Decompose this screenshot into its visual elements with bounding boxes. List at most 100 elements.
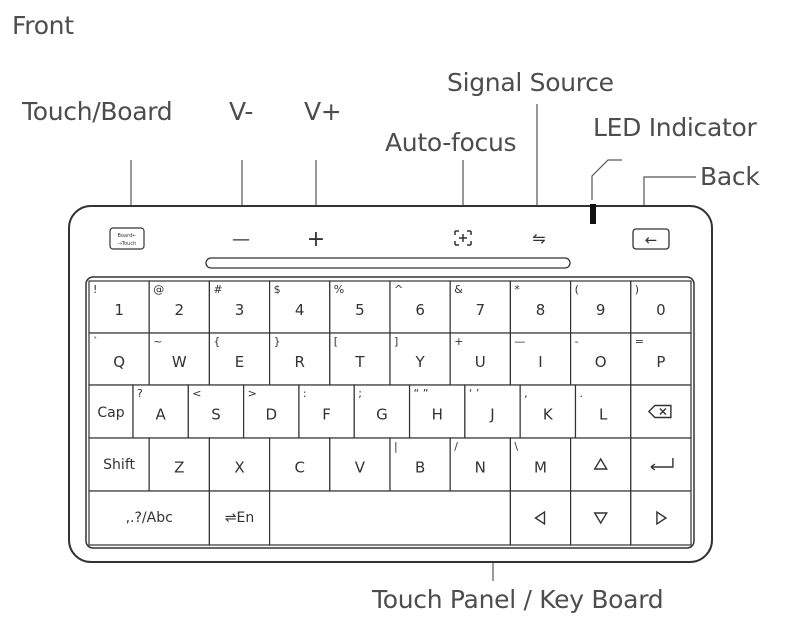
key-6-label: 6 [415, 301, 425, 319]
key-n[interactable]: /N [449, 437, 512, 492]
key-a-label: A [156, 406, 167, 424]
volume-up-button[interactable]: + [307, 227, 325, 252]
key-r-frame [269, 332, 331, 386]
key-8-label: 8 [536, 301, 546, 319]
key-b-symbol: | [394, 440, 398, 453]
key-g[interactable]: ;G [353, 384, 411, 439]
key-z-label: Z [174, 459, 184, 477]
key-2[interactable]: @2 [148, 280, 210, 334]
key-r[interactable]: }R [269, 332, 331, 386]
arrow-down-icon [593, 512, 608, 525]
caps-lock-key[interactable]: Cap [88, 384, 134, 439]
punctuation-abc-key[interactable]: ,.?/Abc [88, 490, 211, 546]
key-5-label: 5 [355, 301, 365, 319]
key-q[interactable]: `Q [88, 332, 150, 386]
key-n-frame [449, 437, 512, 492]
key-c[interactable]: C [269, 437, 331, 492]
key-a-frame [132, 384, 189, 439]
key-grid: !1@2#3$4%5^6&7*8(9)0`Q~W{E}R[T]Y+U—I-O=P… [88, 280, 692, 546]
key-y[interactable]: ]Y [389, 332, 451, 386]
key-j-frame [464, 384, 521, 439]
arrow-up-key-frame [569, 437, 632, 492]
key-x[interactable]: X [208, 437, 271, 492]
key-y-symbol: ] [394, 335, 398, 348]
key-w-label: W [172, 353, 187, 371]
key-r-symbol: } [274, 335, 281, 348]
key-h-frame [408, 384, 466, 439]
key-6-symbol: ^ [394, 283, 403, 296]
key-0-label: 0 [656, 301, 666, 319]
key-o[interactable]: -O [569, 332, 632, 386]
key-p-frame [630, 332, 692, 386]
key-0[interactable]: )0 [630, 280, 692, 334]
key-j[interactable]: ‘ ’J [464, 384, 521, 439]
focus-cross-icon [459, 234, 467, 242]
led-indicator-label: LED Indicator [593, 113, 757, 142]
key-9-label: 9 [596, 301, 606, 319]
key-9-symbol: ( [575, 283, 579, 296]
speaker-slot [205, 257, 571, 269]
key-m-symbol: \ [514, 440, 518, 453]
backspace-icon [647, 404, 672, 419]
key-f-label: F [322, 406, 331, 424]
key-5-symbol: % [334, 283, 344, 296]
key-d-symbol: > [248, 387, 257, 400]
board-touch-button[interactable]: Board← →Touch [109, 227, 145, 250]
key-m[interactable]: \M [509, 437, 572, 492]
key-v[interactable]: V [329, 437, 391, 492]
key-4-label: 4 [295, 301, 305, 319]
arrow-left-key[interactable] [509, 490, 572, 546]
key-l[interactable]: .L [574, 384, 632, 439]
key-e[interactable]: {E [208, 332, 271, 386]
key-4[interactable]: $4 [269, 280, 331, 334]
key-1[interactable]: !1 [88, 280, 150, 334]
key-k[interactable]: ,K [519, 384, 577, 439]
volume-down-button[interactable]: — [232, 229, 250, 250]
volume-down-label: V- [229, 97, 254, 126]
key-b[interactable]: |B [389, 437, 451, 492]
arrow-down-key[interactable] [569, 490, 632, 546]
key-q-symbol: ` [93, 335, 99, 348]
key-h[interactable]: “ ”H [408, 384, 466, 439]
key-5-frame [329, 280, 391, 334]
key-s[interactable]: <S [187, 384, 245, 439]
key-p-label: P [656, 353, 665, 371]
enter-key[interactable] [630, 437, 692, 492]
key-7[interactable]: &7 [449, 280, 512, 334]
key-k-symbol: , [524, 387, 528, 400]
arrow-right-key[interactable] [630, 490, 692, 546]
key-3[interactable]: #3 [208, 280, 271, 334]
signal-source-button[interactable]: ⇋ [532, 229, 545, 248]
arrow-right-key-frame [630, 490, 692, 546]
key-s-symbol: < [192, 387, 201, 400]
board-touch-line1: Board← [118, 233, 137, 239]
key-5[interactable]: %5 [329, 280, 391, 334]
key-w[interactable]: ~W [148, 332, 210, 386]
key-u[interactable]: +U [449, 332, 512, 386]
key-p[interactable]: =P [630, 332, 692, 386]
auto-focus-button[interactable] [454, 230, 472, 246]
shift-key[interactable]: Shift [88, 437, 150, 492]
key-g-label: G [376, 406, 388, 424]
touch-panel-label: Touch Panel / Key Board [372, 585, 664, 614]
arrow-up-key[interactable] [569, 437, 632, 492]
back-button[interactable]: ← [632, 228, 670, 250]
key-6[interactable]: ^6 [389, 280, 451, 334]
key-a[interactable]: ?A [132, 384, 189, 439]
key-8-frame [509, 280, 572, 334]
space-bar-key[interactable] [269, 490, 512, 546]
key-a-symbol: ? [137, 387, 143, 400]
key-8[interactable]: *8 [509, 280, 572, 334]
arrow-right-icon [656, 510, 668, 526]
key-t[interactable]: [T [329, 332, 391, 386]
key-t-symbol: [ [334, 335, 338, 348]
back-arrow-icon: ← [645, 231, 658, 249]
key-f[interactable]: :F [298, 384, 355, 439]
language-switch-key[interactable]: ⇌En [208, 490, 271, 546]
auto-focus-label: Auto-focus [385, 128, 517, 157]
key-z[interactable]: Z [148, 437, 210, 492]
key-i[interactable]: —I [509, 332, 572, 386]
key-d[interactable]: >D [243, 384, 300, 439]
backspace-key[interactable] [630, 384, 692, 439]
key-9[interactable]: (9 [569, 280, 632, 334]
